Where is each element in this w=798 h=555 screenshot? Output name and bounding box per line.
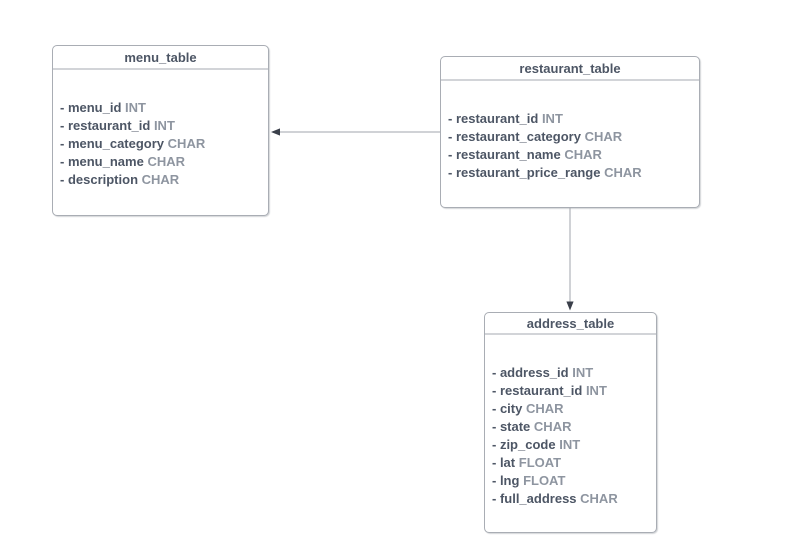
field-name: - address_id [492, 365, 569, 380]
relationship-restaurant-to-address[interactable] [566, 208, 574, 311]
field-name: - state [492, 419, 531, 434]
field-type: CHAR [580, 491, 618, 506]
entity-menu-table[interactable]: menu_table - menu_id INT- restaurant_id … [52, 45, 269, 216]
entity-restaurant-table[interactable]: restaurant_table - restaurant_id INT- re… [440, 56, 700, 208]
field-name: - zip_code [492, 437, 556, 452]
field-name: - description [60, 172, 139, 187]
field-type: FLOAT [518, 455, 562, 470]
field-type: CHAR [167, 136, 206, 151]
field-type: CHAR [584, 129, 623, 144]
field-row: - full_address CHAR [492, 490, 650, 508]
field-row: - menu_category CHAR [60, 135, 262, 153]
field-row: - restaurant_id INT [60, 117, 262, 135]
arrowhead-down-icon [566, 301, 574, 311]
field-row: - lng FLOAT [492, 472, 650, 490]
field-name: - city [492, 401, 523, 416]
field-name: - lng [492, 473, 520, 488]
field-row: - state CHAR [492, 418, 650, 436]
field-name: - restaurant_id [448, 111, 539, 126]
field-type: CHAR [564, 147, 602, 162]
field-row: - menu_name CHAR [60, 153, 262, 171]
field-type: INT [585, 383, 607, 398]
field-type: CHAR [147, 154, 185, 169]
field-type: INT [153, 118, 175, 133]
field-name: - restaurant_category [448, 129, 581, 144]
table-title: address_table [485, 313, 656, 335]
field-name: - full_address [492, 491, 577, 506]
table-fields: - menu_id INT- restaurant_id INT- menu_c… [53, 70, 268, 189]
table-fields: - restaurant_id INT- restaurant_category… [441, 81, 699, 182]
field-row: - address_id INT [492, 364, 650, 382]
field-row: - description CHAR [60, 171, 262, 189]
field-row: - city CHAR [492, 400, 650, 418]
field-name: - restaurant_id [492, 383, 583, 398]
field-name: - restaurant_price_range [448, 165, 601, 180]
field-row: - restaurant_name CHAR [448, 146, 693, 164]
field-type: CHAR [525, 401, 564, 416]
arrowhead-left-icon [271, 128, 280, 136]
field-row: - zip_code INT [492, 436, 650, 454]
field-row: - restaurant_id INT [448, 110, 693, 128]
field-type: CHAR [141, 172, 180, 187]
field-type: CHAR [533, 419, 572, 434]
relationship-restaurant-to-menu[interactable] [271, 128, 440, 136]
field-row: - restaurant_id INT [492, 382, 650, 400]
field-type: CHAR [604, 165, 642, 180]
entity-address-table[interactable]: address_table - address_id INT- restaura… [484, 312, 657, 533]
field-type: INT [125, 100, 146, 115]
field-name: - menu_name [60, 154, 144, 169]
field-name: - restaurant_id [60, 118, 151, 133]
field-row: - restaurant_price_range CHAR [448, 164, 693, 182]
field-name: - restaurant_name [448, 147, 561, 162]
field-row: - menu_id INT [60, 99, 262, 117]
field-type: INT [541, 111, 563, 126]
table-title: menu_table [53, 46, 268, 70]
field-type: INT [572, 365, 594, 380]
table-title: restaurant_table [441, 57, 699, 81]
field-name: - menu_category [60, 136, 165, 151]
field-name: - lat [492, 455, 516, 470]
field-name: - menu_id [60, 100, 122, 115]
field-row: - restaurant_category CHAR [448, 128, 693, 146]
field-row: - lat FLOAT [492, 454, 650, 472]
field-type: INT [559, 437, 581, 452]
field-type: FLOAT [523, 473, 566, 488]
table-fields: - address_id INT- restaurant_id INT- cit… [485, 335, 656, 508]
